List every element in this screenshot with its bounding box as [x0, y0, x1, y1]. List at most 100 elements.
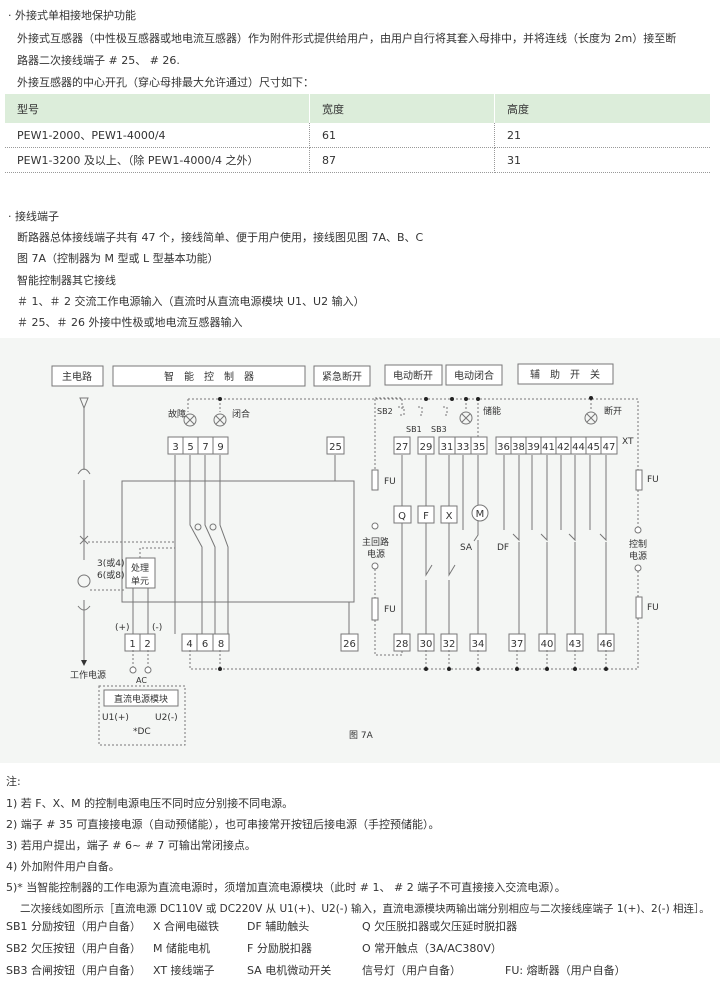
figure-caption: 图 7A	[349, 730, 374, 741]
legend-item: SA 电机微动开关	[247, 964, 332, 977]
note-item: 3) 若用户提出，端子 # 6~ # 7 可输出常闭接点。	[6, 839, 256, 852]
cell: 31	[494, 147, 710, 173]
legend-item: SB1 分励按钮（用户自备）	[6, 920, 142, 933]
control-power-label: 电源	[629, 550, 647, 562]
legend-item: O 常开触点（3A/AC380V）	[362, 942, 502, 955]
header-motor-off: 电动断开	[393, 369, 433, 382]
sb1-label: SB1	[406, 425, 422, 434]
terminal-40: 40	[541, 639, 554, 650]
legend-item: DF 辅助触头	[247, 920, 310, 933]
control-power-label: 控制	[629, 538, 647, 550]
header-motor-on: 电动闭合	[454, 369, 494, 382]
lamp-label-charged: 储能	[483, 405, 501, 417]
terminal-1: 1	[129, 639, 135, 650]
paragraph: 外接式互感器（中性极互感器或地电流互感器）作为附件形式提供给用户，由用户自行将其…	[17, 32, 677, 45]
terminal-9: 9	[217, 442, 223, 453]
lamp-label-closed: 闭合	[232, 408, 250, 420]
cell: 61	[309, 123, 495, 148]
terminal-39: 39	[527, 442, 540, 453]
diagram-headers: 主电路 智 能 控 制 器 紧急断开 电动断开 电动闭合 辅 助 开 关	[51, 363, 614, 387]
minus-label: (-)	[152, 623, 162, 633]
ct-label: 6(或8)	[97, 569, 124, 581]
u2-label: U2(-)	[155, 713, 178, 723]
line: ＃ 1、＃ 2 交流工作电源输入（直流时从直流电源模块 U1、U2 输入）	[17, 295, 365, 308]
terminal-box	[393, 436, 411, 455]
fu-label: FU	[647, 475, 659, 485]
terminal-28: 28	[396, 639, 409, 650]
legend-item: Q 欠压脱扣器或欠压延时脱扣器	[362, 920, 518, 933]
terminal-4: 4	[186, 639, 192, 650]
col-header: 高度	[494, 94, 710, 123]
proc-unit-label: 处理	[131, 562, 149, 574]
cell: PEW1-2000、PEW1-4000/4	[5, 123, 310, 148]
terminal-box	[470, 436, 488, 455]
terminal-box	[212, 436, 229, 455]
header-aux-switch: 辅 助 开 关	[530, 368, 600, 381]
paragraph: 路器二次接线端子 # 25、 # 26.	[17, 54, 180, 67]
terminal-34: 34	[472, 639, 485, 650]
note-item: 1) 若 F、X、M 的控制电源电压不同时应分别接不同电源。	[6, 797, 294, 810]
paragraph: 外接互感器的中心开孔（穿心母排最大允许通过）尺寸如下：	[17, 76, 314, 89]
col-header: 型号	[5, 94, 310, 123]
cell: 87	[309, 147, 495, 173]
sb3-label: SB3	[431, 425, 447, 434]
terminal-37: 37	[511, 639, 524, 650]
xt-label: XT	[622, 437, 634, 447]
line: ＃ 25、＃ 26 外接中性极或地电流互感器输入	[17, 316, 243, 329]
fu-label: FU	[384, 605, 396, 615]
terminal-box	[417, 436, 435, 455]
proc-unit-label: 单元	[131, 575, 149, 587]
terminal-42: 42	[557, 442, 570, 453]
main-power-label: 电源	[367, 548, 385, 560]
terminal-32: 32	[443, 639, 456, 650]
terminal-27: 27	[396, 442, 409, 453]
terminal-36: 36	[497, 442, 510, 453]
col-header: 宽度	[309, 94, 495, 123]
lamp-label-open: 断开	[604, 405, 622, 417]
header-emergency-off: 紧急断开	[322, 370, 362, 383]
ct-label: 3(或4)	[97, 557, 124, 569]
work-power-label: 工作电源	[70, 669, 106, 681]
legend-item: SB2 欠压按钮（用户自备）	[6, 942, 142, 955]
terminal-46: 46	[600, 639, 613, 650]
dc-module-frame	[98, 685, 186, 746]
terminal-26: 26	[343, 639, 356, 650]
header-controller: 智 能 控 制 器	[164, 370, 254, 383]
line: 智能控制器其它接线	[17, 274, 116, 287]
section-title-ground-protection: · 外接式单相接地保护功能	[8, 9, 136, 22]
fu-label: FU	[647, 603, 659, 613]
terminal-2: 2	[144, 639, 150, 650]
legend-item: FU: 熔断器（用户自备）	[505, 964, 626, 977]
note-item: 2) 端子 # 35 可直接接电源（自动预储能），也可串接常开按钮后接电源（手控…	[6, 818, 440, 831]
line: 图 7A（控制器为 M 型或 L 型基本功能）	[17, 252, 219, 265]
wiring-diagram: 主电路 智 能 控 制 器 紧急断开 电动断开 电动闭合 辅 助 开 关 故障 …	[0, 338, 720, 763]
terminal-box	[600, 436, 618, 455]
legend-item: SB3 合闸按钮（用户自备）	[6, 964, 142, 977]
terminal-47: 47	[603, 442, 616, 453]
legend-item: 信号灯（用户自备）	[362, 964, 461, 977]
terminal-6: 6	[202, 639, 208, 650]
dc-module-label: 直流电源模块	[114, 693, 168, 705]
lamp-label-fault: 故障	[168, 408, 186, 420]
legend-item: XT 接线端子	[153, 964, 215, 977]
lamp-icons	[183, 411, 598, 427]
terminal-box	[326, 436, 345, 455]
component-x: X	[446, 511, 453, 522]
motor-m: M	[476, 509, 485, 520]
legend-item: X 合闸电磁铁	[153, 920, 220, 933]
terminal-45: 45	[587, 442, 600, 453]
legend-item: F 分励脱扣器	[247, 942, 312, 955]
header-main-circuit: 主电路	[62, 370, 92, 383]
fu-label: FU	[384, 477, 396, 487]
terminal-43: 43	[569, 639, 582, 650]
component-f: F	[423, 511, 429, 522]
legend-item: M 储能电机	[153, 942, 210, 955]
note-item: 5)* 当智能控制器的工作电源为直流电源时，须增加直流电源模块（此时 # 1、 …	[6, 881, 566, 894]
ac-label: AC	[136, 676, 147, 685]
terminal-41: 41	[542, 442, 555, 453]
note-item: 4) 外加附件用户自备。	[6, 860, 120, 873]
terminal-box	[340, 633, 359, 652]
